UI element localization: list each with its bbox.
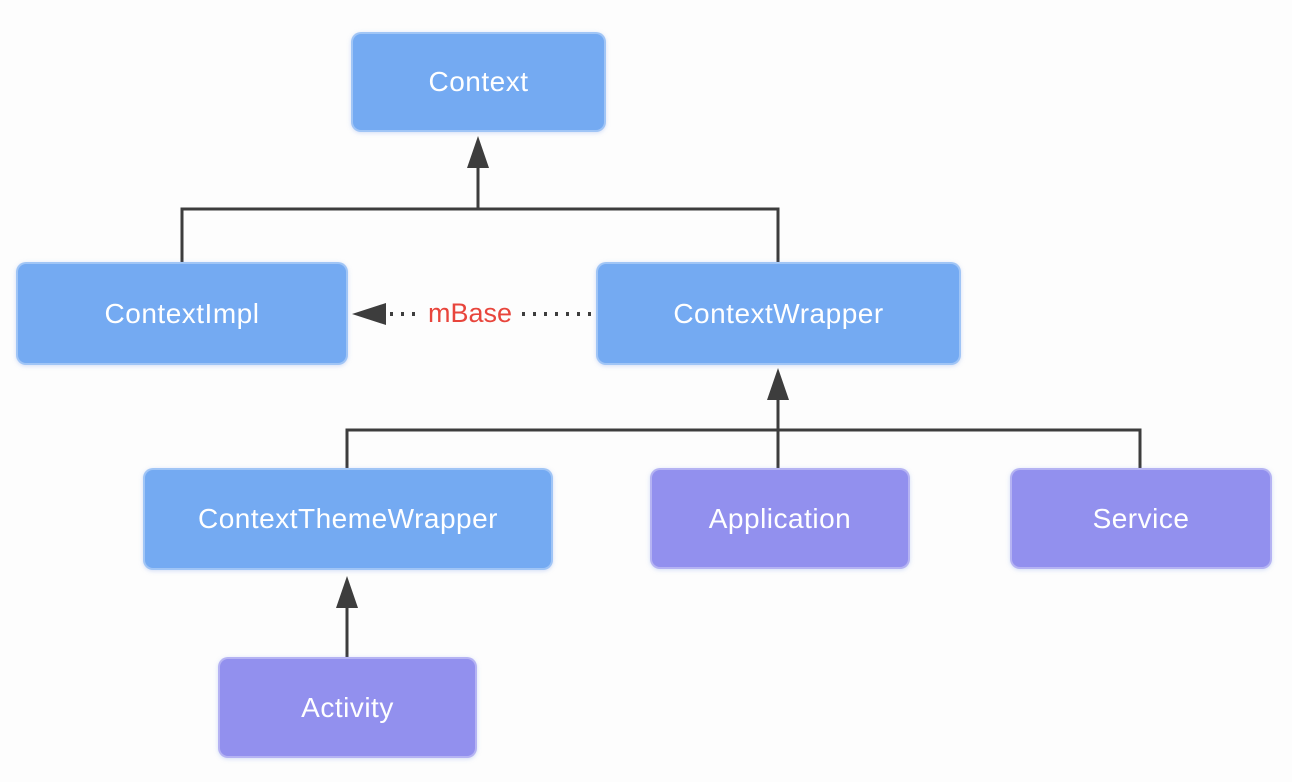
node-context-wrapper-label: ContextWrapper — [673, 297, 884, 329]
node-activity-label: Activity — [301, 691, 394, 723]
edge-top-tree — [180, 207, 780, 262]
arrowhead-up-contextthemewrapper — [336, 576, 358, 608]
arrowhead-up-contextwrapper — [767, 368, 789, 400]
node-context-impl: ContextImpl — [16, 262, 348, 365]
node-context-label: Context — [428, 66, 529, 97]
node-context-wrapper: ContextWrapper — [596, 262, 961, 365]
node-application: Application — [650, 468, 910, 569]
node-context-impl-label: ContextImpl — [104, 297, 260, 329]
node-context-theme-wrapper: ContextThemeWrapper — [143, 468, 553, 570]
edge-middle-tree — [345, 428, 1142, 468]
node-service-label: Service — [1092, 502, 1190, 534]
arrowhead-left-contextimpl — [352, 303, 386, 325]
node-application-label: Application — [708, 502, 852, 534]
node-activity: Activity — [218, 657, 477, 758]
node-service: Service — [1010, 468, 1272, 569]
node-context-theme-wrapper-label: ContextThemeWrapper — [198, 503, 498, 534]
arrowhead-up-context — [467, 136, 489, 168]
edge-label-mbase: mBase — [422, 298, 518, 329]
node-context: Context — [351, 32, 606, 132]
